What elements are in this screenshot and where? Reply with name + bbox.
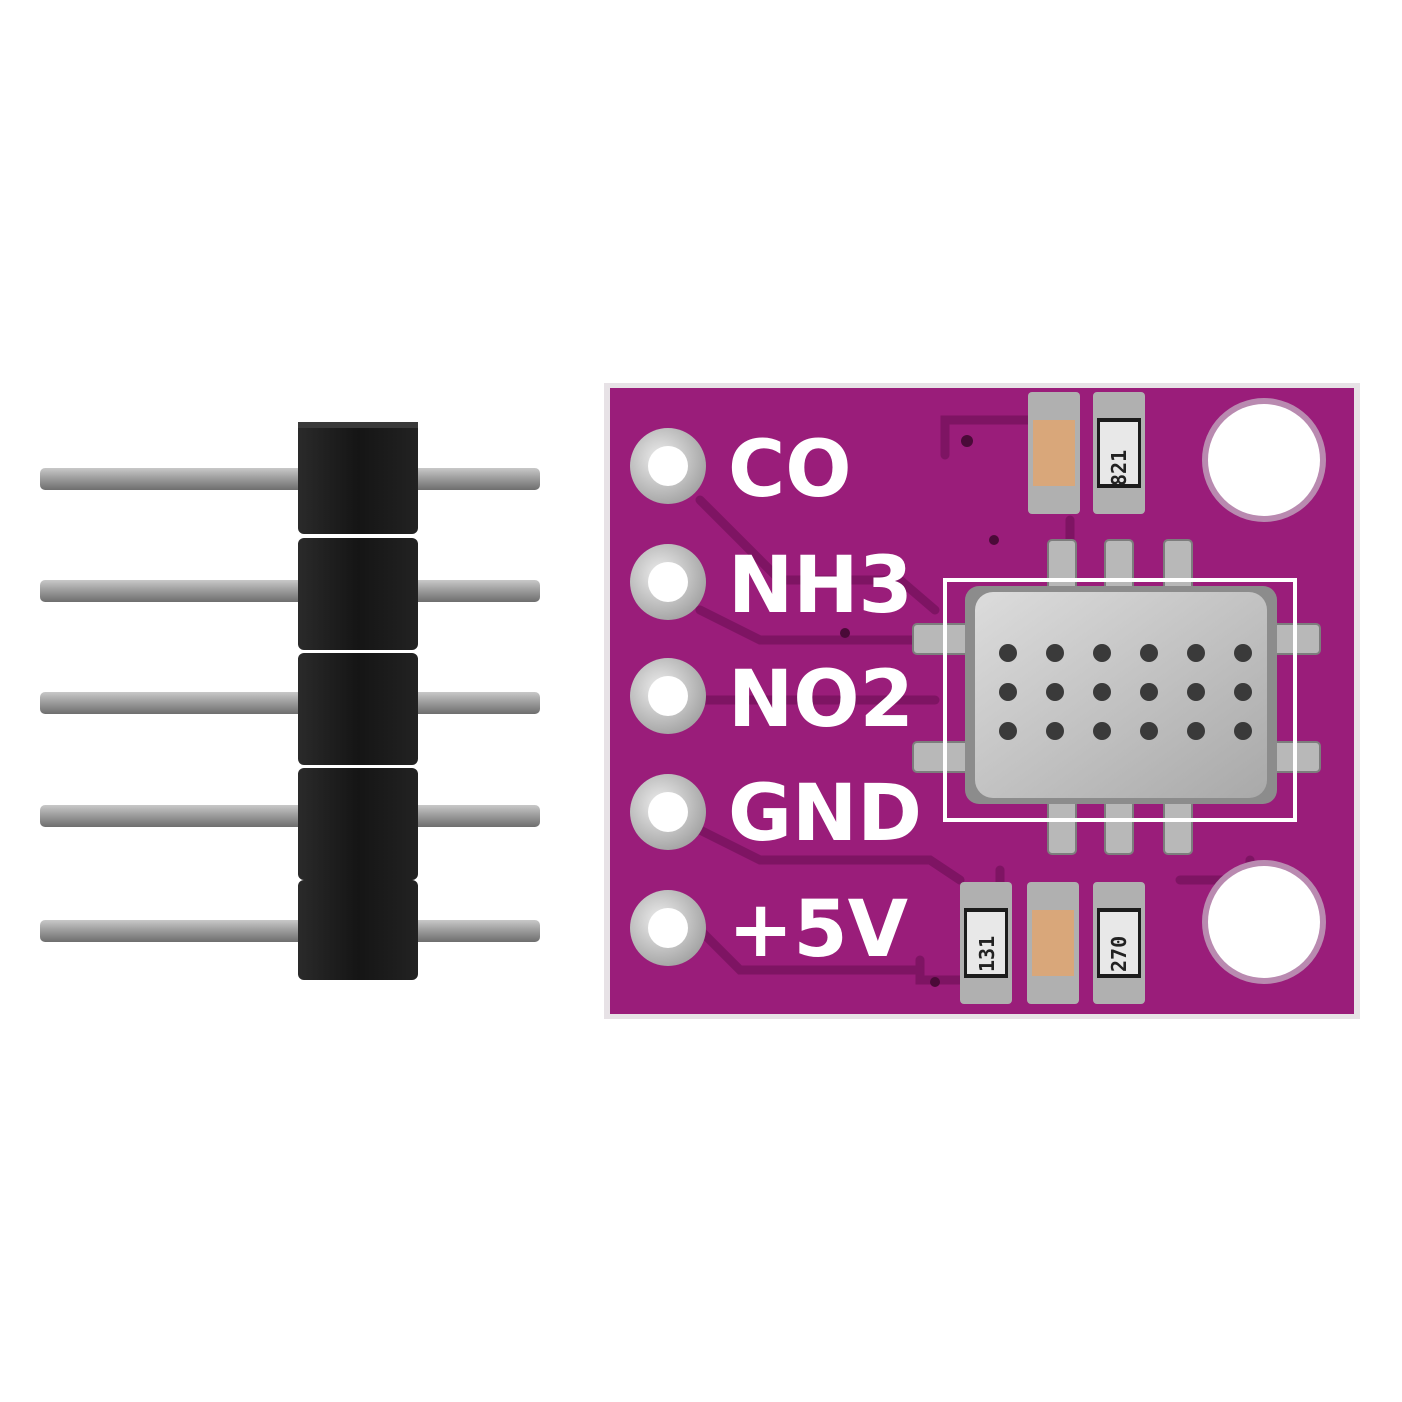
- pin-label-no2: NO2: [728, 655, 914, 745]
- pin-labels: CO NH3 NO2 GND +5V: [728, 425, 922, 975]
- sensor-vent-holes: [999, 644, 1252, 740]
- capacitor-bottom: [1027, 882, 1079, 1004]
- header-plastic-blocks: [298, 422, 418, 980]
- resistor-131: 131: [960, 882, 1012, 1004]
- pad-gnd: [630, 774, 706, 850]
- top-components: 821: [1028, 392, 1145, 514]
- header-block-5: [298, 880, 418, 980]
- resistor-821: 821: [1093, 392, 1145, 514]
- header-pin-4: [40, 805, 540, 827]
- resistor-code-821: 821: [1107, 450, 1131, 486]
- sensor-can: [975, 592, 1267, 798]
- sensor-outline: [943, 578, 1297, 822]
- mounting-holes: [1202, 398, 1326, 984]
- sensor-board: CO NH3 NO2 GND +5V 821: [604, 383, 1360, 1019]
- header-block-3: [298, 653, 418, 765]
- capacitor-top: [1028, 392, 1080, 514]
- header-pin-2: [40, 580, 540, 602]
- gas-sensor-chip: [965, 586, 1277, 804]
- resistor-270: 270: [1093, 882, 1145, 1004]
- pad-co: [630, 428, 706, 504]
- pin-label-co: CO: [728, 425, 852, 515]
- header-block-2: [298, 538, 418, 650]
- bottom-components: 131 270: [960, 882, 1145, 1004]
- pad-no2: [630, 658, 706, 734]
- pad-nh3: [630, 544, 706, 620]
- pad-5v: [630, 890, 706, 966]
- header-pin-1: [40, 468, 540, 490]
- header-block-4: [298, 768, 418, 880]
- pin-label-gnd: GND: [728, 769, 922, 859]
- resistor-code-270: 270: [1107, 936, 1131, 972]
- header-pins: [40, 468, 540, 942]
- resistor-code-131: 131: [975, 936, 999, 972]
- header-pin-5: [40, 920, 540, 942]
- pin-label-5v: +5V: [728, 885, 908, 975]
- pin-pads: [630, 428, 706, 966]
- pin-header: [40, 422, 540, 980]
- header-pin-3: [40, 692, 540, 714]
- vias: [840, 435, 999, 987]
- header-block-1: [298, 422, 418, 534]
- pin-label-nh3: NH3: [728, 541, 913, 631]
